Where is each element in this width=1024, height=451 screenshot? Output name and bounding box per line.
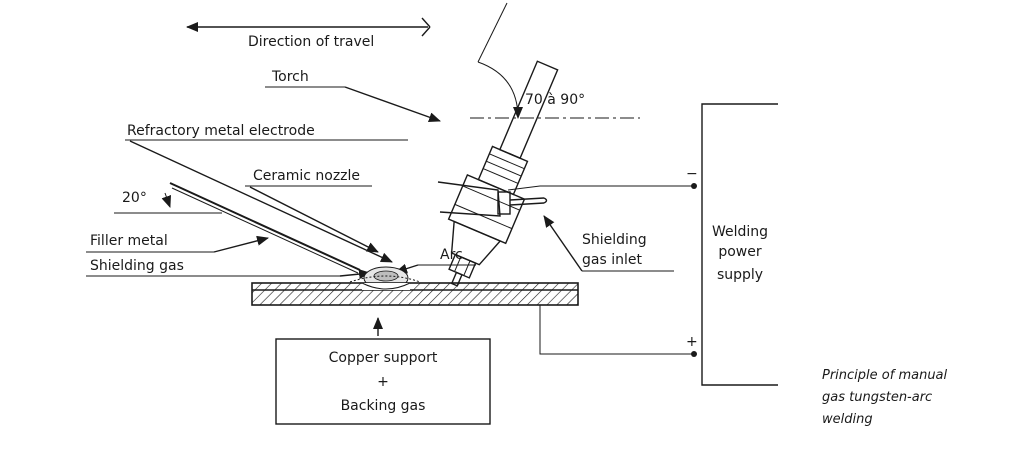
support-line-2: + xyxy=(377,374,389,390)
caption-line-1: Principle of manual xyxy=(822,368,948,383)
positive-cable xyxy=(539,305,692,355)
torch xyxy=(447,60,559,287)
caption-line-2: gas tungsten-arc xyxy=(822,390,932,405)
electrode-label: Refractory metal electrode xyxy=(127,123,315,139)
gas-inlet-leader xyxy=(543,215,583,272)
torch-label: Torch xyxy=(271,69,309,85)
torch-angle-label: 70 à 90° xyxy=(525,92,585,108)
negative-terminal xyxy=(691,183,697,189)
filler-angle-arrow xyxy=(161,192,172,208)
workpiece xyxy=(251,282,579,306)
nozzle-leader xyxy=(249,186,379,253)
gas-inlet-line-1: Shielding xyxy=(582,232,647,248)
gas-inlet-line-2: gas inlet xyxy=(582,252,642,268)
minus-sign: − xyxy=(686,166,698,182)
torch-angle-arc xyxy=(477,61,523,119)
filler-angle-label: 20° xyxy=(122,190,147,206)
power-line-2: power xyxy=(718,244,762,260)
copper-support-box xyxy=(275,338,491,425)
power-line-1: Welding xyxy=(712,224,768,240)
power-supply-box xyxy=(701,103,778,386)
filler-leader xyxy=(213,235,269,253)
arc-label: Arc xyxy=(440,247,463,263)
caption-line-3: welding xyxy=(822,412,873,427)
electrode-leader xyxy=(129,140,393,263)
negative-cable xyxy=(507,185,692,191)
shielding-gas-leader xyxy=(339,269,371,280)
gas-inlet-tube xyxy=(437,181,548,217)
plus-sign: + xyxy=(686,334,698,350)
filler-label: Filler metal xyxy=(90,233,168,249)
support-line-3: Backing gas xyxy=(341,398,426,414)
direction-arrow xyxy=(186,17,431,37)
power-line-3: supply xyxy=(717,267,763,283)
filler-rod-edge xyxy=(171,187,359,274)
support-line-1: Copper support xyxy=(329,350,438,366)
positive-terminal xyxy=(691,351,697,357)
filler-rod xyxy=(169,182,361,271)
direction-label: Direction of travel xyxy=(248,34,374,50)
shielding-gas-label: Shielding gas xyxy=(90,258,184,274)
nozzle-label: Ceramic nozzle xyxy=(253,168,360,184)
torch-axis xyxy=(477,2,508,63)
torch-leader xyxy=(344,86,441,123)
